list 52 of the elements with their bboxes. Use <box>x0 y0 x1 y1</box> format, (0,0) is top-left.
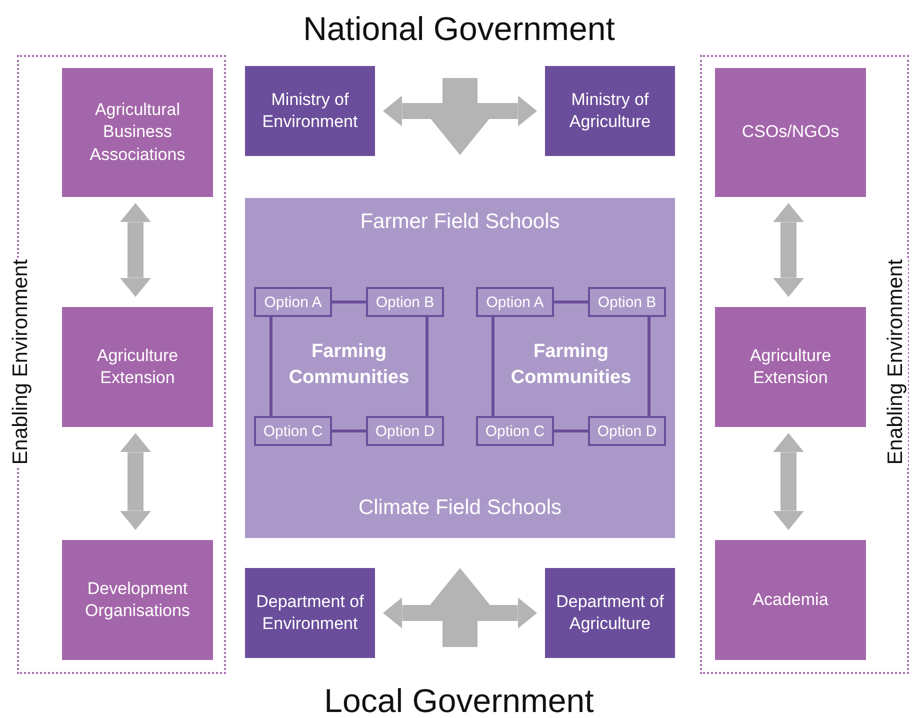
section-heading: Farmer Field Schools <box>360 210 560 234</box>
option-box: Option B <box>366 287 444 317</box>
box-label: Ministry of Environment <box>261 88 359 133</box>
community-label: Farming Communities <box>506 330 636 400</box>
government-box <box>245 568 375 658</box>
panel-label: Enabling Environment <box>9 257 33 467</box>
community-label: Farming Communities <box>284 330 414 400</box>
footer-heading: Local Government <box>323 682 595 718</box>
option-box: Option D <box>366 416 444 446</box>
connector-line <box>332 300 366 304</box>
box-label: Ministry of Agriculture <box>568 88 652 133</box>
connector-line <box>554 430 588 432</box>
government-box <box>245 66 375 156</box>
stakeholder-box <box>715 68 866 197</box>
box-label: Department of Agriculture <box>555 590 665 635</box>
double-arrow <box>383 597 537 629</box>
box-label: Department of Environment <box>255 590 365 635</box>
connector-line <box>648 317 650 416</box>
connector-line <box>426 317 428 416</box>
panel-label: Enabling Environment <box>884 257 908 467</box>
double-arrow <box>120 203 152 297</box>
stakeholder-box <box>62 68 213 197</box>
stakeholder-box <box>715 540 866 660</box>
connector-line <box>270 317 272 416</box>
box-label: Development Organisations <box>84 578 191 622</box>
option-box: Option A <box>476 287 554 317</box>
double-arrow <box>772 433 804 530</box>
option-box: Option A <box>254 287 332 317</box>
connector-line <box>492 317 494 416</box>
double-arrow <box>383 95 537 127</box>
double-arrow <box>772 203 804 297</box>
box-label: Agriculture Extension <box>748 344 832 389</box>
option-box: Option D <box>588 416 666 446</box>
option-box: Option C <box>254 416 332 446</box>
box-label: Academia <box>752 588 828 611</box>
stakeholder-box <box>62 307 213 427</box>
government-box <box>545 66 675 156</box>
box-label: Agricultural Business Associations <box>88 99 186 166</box>
stakeholder-box <box>715 307 866 427</box>
section-heading: Climate Field Schools <box>358 496 562 520</box>
connector-line <box>554 300 588 304</box>
stakeholder-box <box>62 540 213 660</box>
option-box: Option B <box>588 287 666 317</box>
government-box <box>545 568 675 658</box>
box-label: Agriculture Extension <box>96 344 180 389</box>
enabling-environment-panel <box>700 55 909 674</box>
double-arrow <box>120 433 152 530</box>
box-label: CSOs/NGOs <box>742 121 840 144</box>
field-schools-box <box>245 198 675 538</box>
option-box: Option C <box>476 416 554 446</box>
connector-line <box>332 430 366 432</box>
title: National Government <box>302 10 616 48</box>
